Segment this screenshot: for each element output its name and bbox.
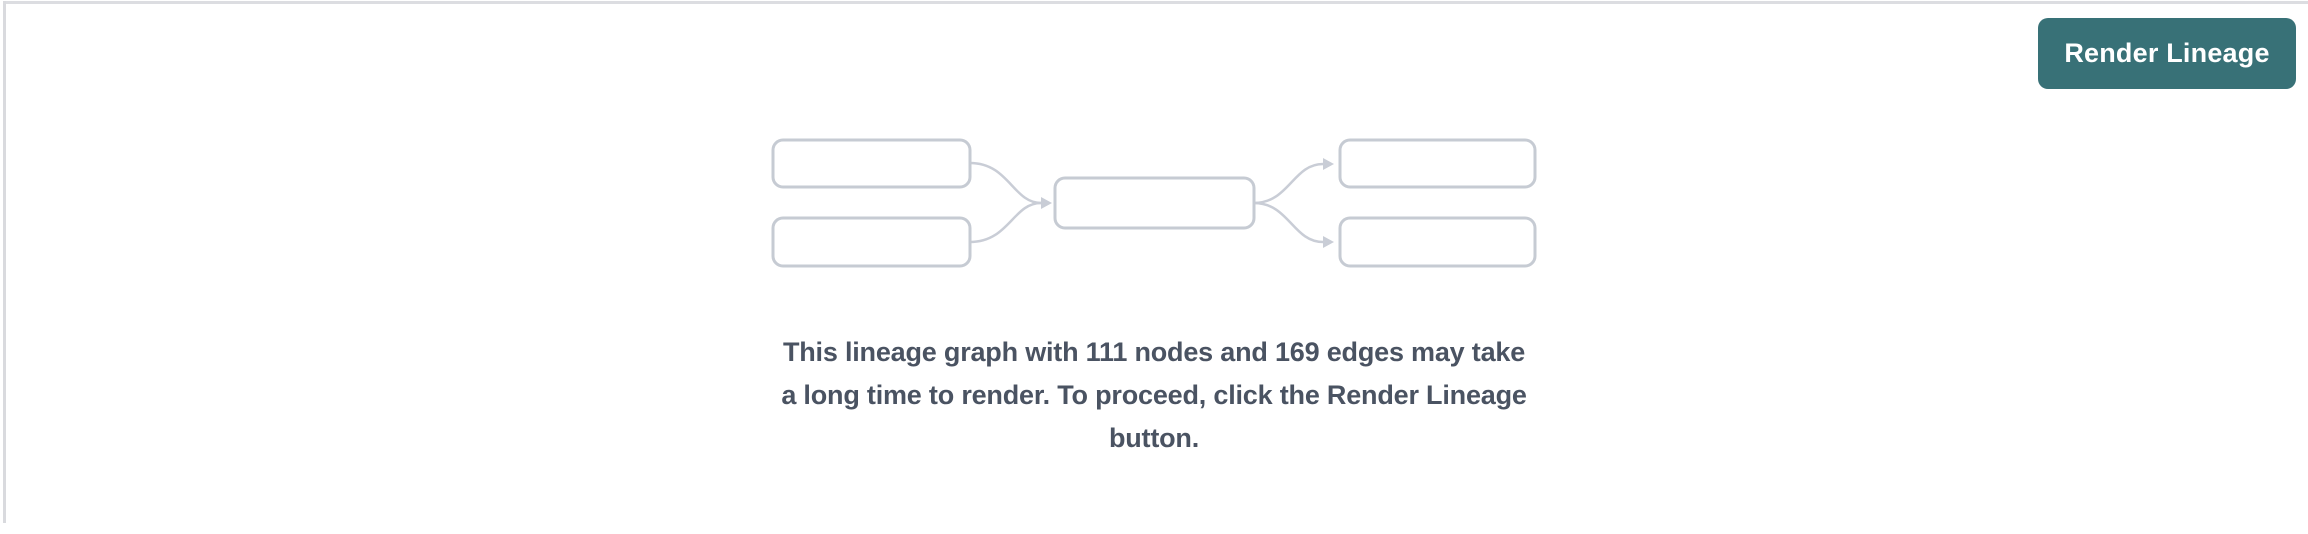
pane-border-left [3, 1, 6, 523]
lineage-warning-line-3: button. [1108, 423, 1200, 453]
lineage-warning-message: This lineage graph with 111 nodes and 16… [0, 331, 2308, 460]
arrowhead-into-target-bottom [1323, 236, 1334, 248]
node-target-bottom [1338, 216, 1537, 268]
arrowhead-into-target-top [1323, 158, 1334, 170]
node-source-bottom [771, 216, 972, 268]
lineage-placeholder-diagram [771, 138, 1537, 268]
node-middle [1053, 176, 1256, 230]
edge-middle-to-target-bottom [1253, 201, 1324, 244]
edge-source-bottom-to-middle [969, 201, 1042, 244]
render-lineage-button[interactable]: Render Lineage [2038, 18, 2296, 89]
node-target-top [1338, 138, 1537, 189]
pane-border-top [4, 1, 2308, 4]
edge-middle-to-target-top [1253, 162, 1324, 205]
arrowhead-into-middle [1041, 197, 1052, 209]
edge-source-top-to-middle [969, 161, 1042, 205]
node-source-top [771, 138, 972, 189]
lineage-warning-line-1: This lineage graph with 111 nodes and 16… [782, 337, 1526, 367]
lineage-warning-line-2: a long time to render. To proceed, click… [781, 380, 1527, 410]
